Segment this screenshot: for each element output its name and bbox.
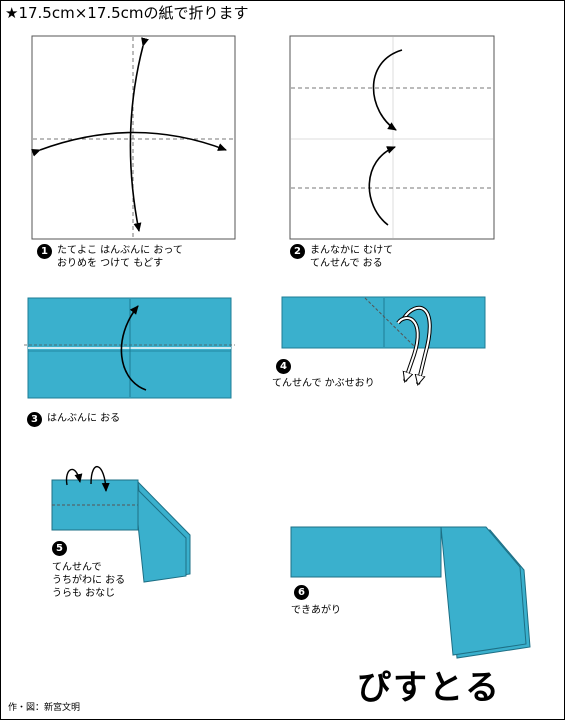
model-title: ぴすとる	[357, 668, 501, 708]
step1-horizontal-arrow	[31, 131, 227, 157]
step2-top-arrow	[372, 49, 403, 131]
step-3-line-1: はんぶんに おる	[47, 413, 121, 424]
step2-diagram	[289, 35, 495, 240]
step-6-line-1: できあがり	[291, 605, 341, 616]
step-1-line-1: たてよこ はんぶんに おって	[57, 245, 183, 256]
step-4-number: 4	[276, 359, 291, 374]
step-1-line-2: おりめを つけて もどす	[57, 258, 164, 269]
step-6: 6	[294, 585, 314, 600]
step-2-line-1: まんなかに むけて	[310, 245, 394, 256]
step2-paper	[289, 35, 495, 240]
step3-diagram	[24, 297, 235, 399]
step1-diagram	[31, 35, 236, 240]
step-5-number: 5	[52, 541, 67, 556]
step-1: 1 たてよこ はんぶんに おって おりめを つけて もどす	[37, 244, 183, 270]
step-1-number: 1	[37, 244, 52, 259]
step-3: 3 はんぶんに おる	[27, 412, 120, 427]
step-6-text: できあがり	[291, 604, 341, 617]
step-4: 4	[276, 359, 296, 374]
step-5-line-3: うらも おなじ	[52, 588, 116, 599]
step-5-line-1: てんせんで	[52, 562, 102, 573]
step-6-number: 6	[294, 585, 309, 600]
step1-vertical-arrow	[129, 37, 149, 232]
step6-diagram	[290, 526, 531, 659]
step3-arrow	[120, 305, 147, 391]
paper-size-header: ★17.5cm×17.5cmの紙で折ります	[5, 4, 249, 22]
step-2-number: 2	[290, 244, 305, 259]
step-2: 2 まんなかに むけて てんせんで おる	[290, 244, 393, 270]
step-4-text: てんせんで かぶせおり	[272, 377, 375, 390]
step-3-number: 3	[27, 412, 42, 427]
step5-diagram	[51, 465, 191, 583]
step4-diagram	[281, 296, 486, 384]
step-5-text: てんせんで うちがわに おる うらも おなじ	[52, 561, 125, 600]
author-credit: 作・図：新宮文明	[8, 703, 81, 713]
step-2-line-2: てんせんで おる	[310, 258, 383, 269]
step-5: 5	[52, 541, 72, 556]
step-5-line-2: うちがわに おる	[52, 575, 126, 586]
step2-bottom-arrow	[368, 146, 396, 226]
step-4-line-1: てんせんで かぶせおり	[272, 378, 375, 389]
